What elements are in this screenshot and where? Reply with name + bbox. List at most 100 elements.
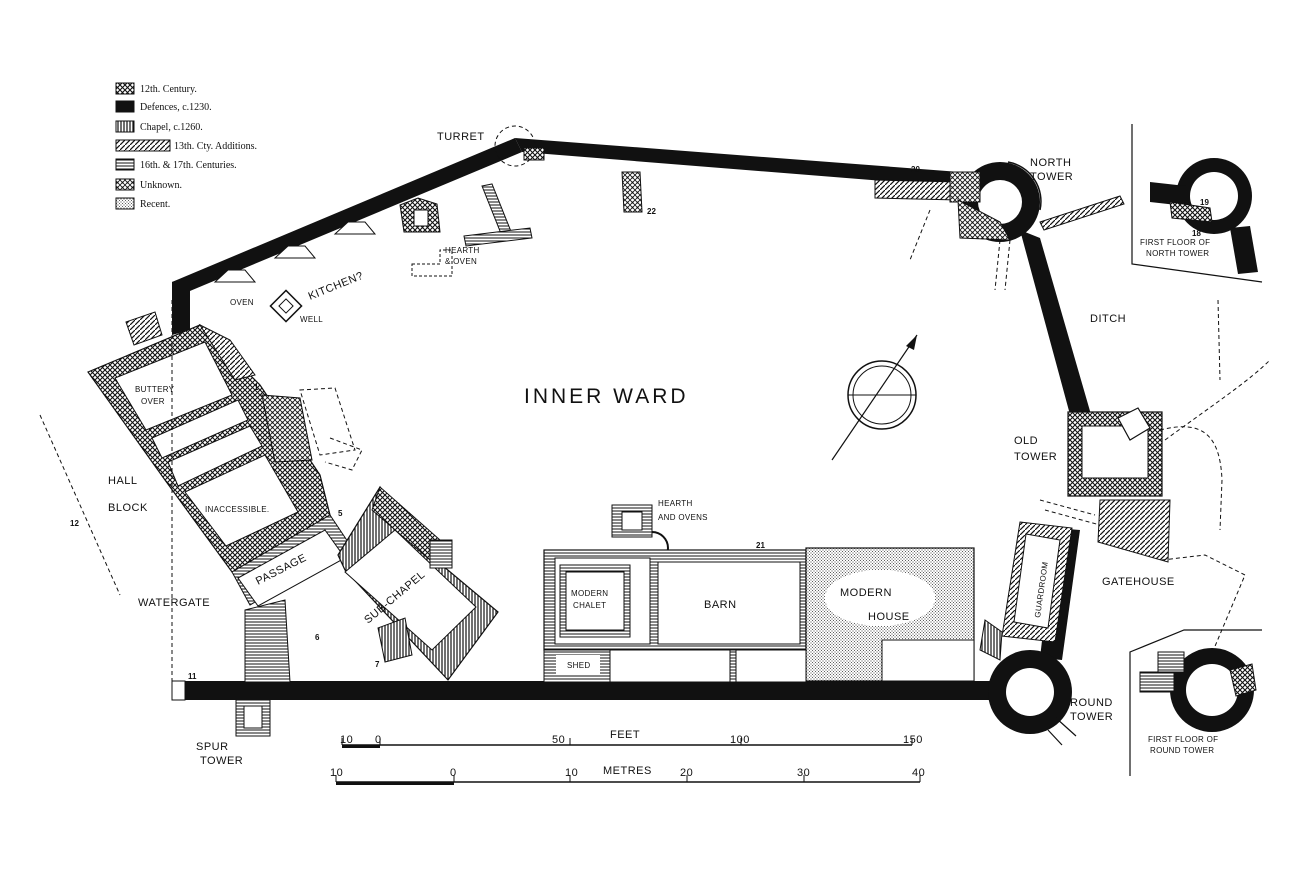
hearth-oven-label: & OVEN xyxy=(445,257,477,266)
legend-item-defences: Defences, c.1230. xyxy=(115,100,212,113)
ref-number: 12 xyxy=(70,519,79,528)
north-west-wall xyxy=(172,138,522,296)
scale-tick-label: 0 xyxy=(450,767,457,779)
inner-ward-label: INNER WARD xyxy=(524,385,689,408)
north-tower-label: TOWER xyxy=(1030,171,1073,183)
scale-tick-label: 0 xyxy=(375,734,382,746)
scale-bar-feet: 10 0 50 FEET 100 150 xyxy=(340,729,923,748)
scale-tick-label: 10 xyxy=(340,734,353,746)
scale-tick-label: 50 xyxy=(552,734,565,746)
legend-item-12th-century: 12th. Century. xyxy=(115,82,197,95)
sub-chapel xyxy=(337,485,499,681)
shed-label: SHED xyxy=(567,661,590,670)
ref-number: 20 xyxy=(911,165,920,174)
legend-label: 13th. Cty. Additions. xyxy=(174,141,257,152)
legend-swatch-vertical xyxy=(115,120,135,133)
round-tower-label: TOWER xyxy=(1070,711,1113,723)
old-tower-label: OLD xyxy=(1014,435,1038,447)
hall-block xyxy=(87,311,351,607)
scale-tick-label: 30 xyxy=(797,767,810,779)
buttery-label: OVER xyxy=(141,397,165,406)
scale-tick-label: 40 xyxy=(912,767,925,779)
kitchen-label: KITCHEN? xyxy=(307,270,366,303)
turret-label: TURRET xyxy=(437,131,485,143)
modern-house-label: MODERN xyxy=(840,587,892,599)
south-wall xyxy=(172,681,1010,700)
gatehouse xyxy=(1001,299,1271,671)
scale-tick-label: 10 xyxy=(565,767,578,779)
scale-tick-label: 10 xyxy=(330,767,343,779)
inset-round-tower xyxy=(1129,629,1262,776)
inset-north-tower xyxy=(1131,124,1263,283)
dashed-outlines xyxy=(39,300,363,682)
legend-swatch-cross xyxy=(115,82,135,95)
modern-chalet-label: CHALET xyxy=(573,601,606,610)
legend-swatch-dots xyxy=(115,178,135,191)
north-wall xyxy=(515,138,960,187)
legend-swatch-diagonal xyxy=(115,139,171,152)
ref-number: 1 xyxy=(254,383,259,392)
scale-unit-label: FEET xyxy=(610,729,640,741)
legend-item-unknown: Unknown. xyxy=(115,178,182,191)
modern-house-label: HOUSE xyxy=(868,611,910,623)
kitchen-walls xyxy=(463,171,643,247)
round-tower-label: ROUND xyxy=(1070,697,1113,709)
legend: 12th. Century. Defences, c.1230. Chapel,… xyxy=(115,82,257,210)
inset-north-label: NORTH TOWER xyxy=(1146,249,1209,258)
hearth-ovens-label: HEARTH xyxy=(658,499,693,508)
scale-tick-label: 100 xyxy=(730,734,750,746)
oven-label: OVEN xyxy=(230,298,254,307)
hall-block-label: BLOCK xyxy=(108,502,148,514)
watergate-label: WATERGATE xyxy=(138,597,210,609)
north-arrow-icon xyxy=(906,335,917,350)
barn-label: BARN xyxy=(704,599,737,611)
inaccessible-label: INACCESSIBLE. xyxy=(205,505,269,514)
legend-label: Recent. xyxy=(140,199,170,210)
compass-rose xyxy=(831,334,918,461)
legend-label: Chapel, c.1260. xyxy=(140,122,203,133)
scale-tick-label: 150 xyxy=(903,734,923,746)
hearth-oven-outline xyxy=(411,249,453,277)
hearth-ovens-label: AND OVENS xyxy=(658,513,708,522)
old-tower-label: TOWER xyxy=(1014,451,1057,463)
old-tower xyxy=(1067,407,1163,497)
hearth-oven-label: HEARTH xyxy=(445,246,480,255)
scale-tick-label: 20 xyxy=(680,767,693,779)
round-tower xyxy=(979,619,1077,746)
ditch-label: DITCH xyxy=(1090,313,1126,325)
watergate-structure xyxy=(171,599,291,737)
ref-number: 19 xyxy=(1200,198,1209,207)
turret-outline xyxy=(494,125,536,167)
inset-round-label: FIRST FLOOR OF xyxy=(1148,735,1218,744)
legend-label: Unknown. xyxy=(140,180,182,191)
east-wall xyxy=(1020,230,1092,422)
scale-unit-label: METRES xyxy=(603,765,652,777)
buttery-label: BUTTERY xyxy=(135,385,175,394)
legend-item-13th-additions: 13th. Cty. Additions. xyxy=(115,139,257,152)
inset-round-label: ROUND TOWER xyxy=(1150,746,1214,755)
north-tower xyxy=(874,161,1042,291)
legend-label: 16th. & 17th. Centuries. xyxy=(140,160,237,171)
ref-number: 11 xyxy=(188,672,197,681)
ref-number: 5 xyxy=(338,509,343,518)
south-buildings xyxy=(543,504,975,683)
well-label: WELL xyxy=(300,315,323,324)
legend-item-recent: Recent. xyxy=(115,197,170,210)
inset-north-label: FIRST FLOOR OF xyxy=(1140,238,1210,247)
gatehouse-label: GATEHOUSE xyxy=(1102,576,1175,588)
spur-tower-label: SPUR xyxy=(196,741,229,753)
legend-swatch-solid xyxy=(115,100,135,113)
north-west-corner xyxy=(172,276,190,335)
well xyxy=(269,289,303,323)
wall-recesses xyxy=(213,197,441,283)
legend-swatch-stipple xyxy=(115,197,135,210)
legend-item-chapel: Chapel, c.1260. xyxy=(115,120,203,133)
turret-block xyxy=(523,147,545,161)
ref-number: 6 xyxy=(315,633,320,642)
scale-bar-metres: 10 0 10 METRES 20 30 40 xyxy=(330,765,925,785)
legend-label: Defences, c.1230. xyxy=(140,102,212,113)
north-tower-label: NORTH xyxy=(1030,157,1071,169)
ref-number: 18 xyxy=(1192,229,1201,238)
legend-swatch-horizontal xyxy=(115,158,135,171)
